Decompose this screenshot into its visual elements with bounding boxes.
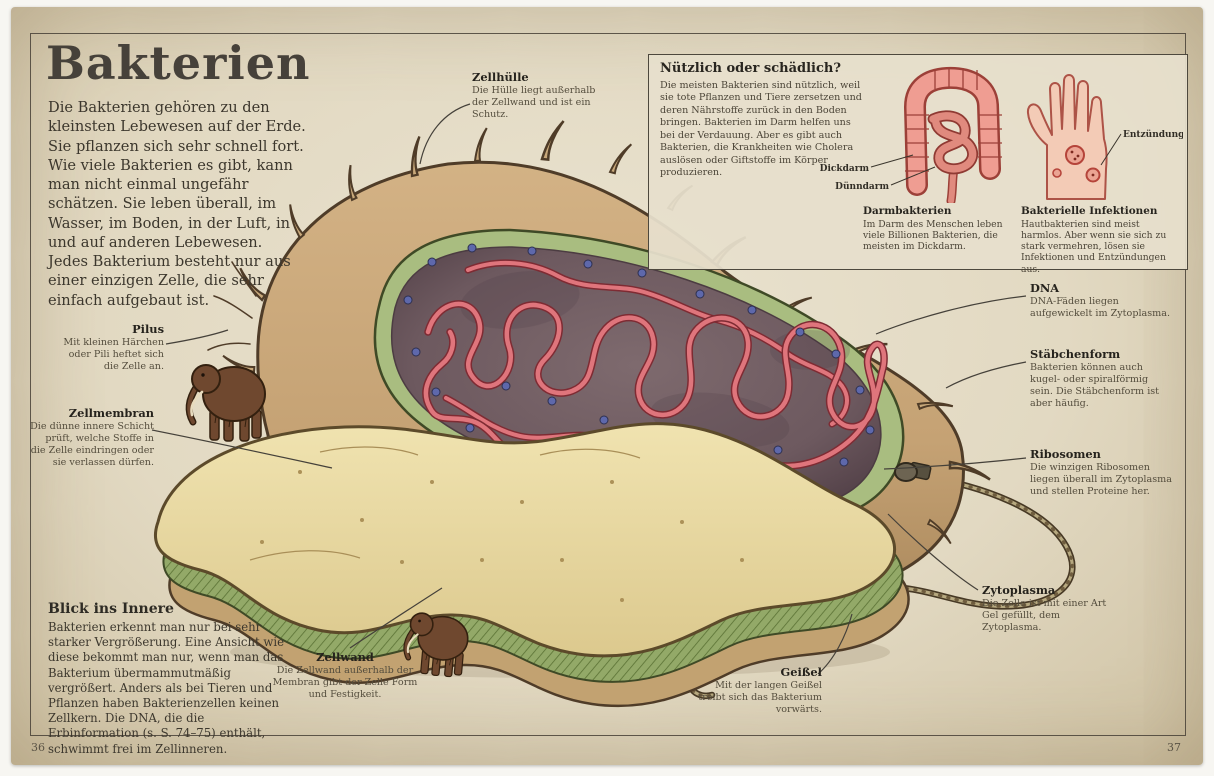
blick-ins-innere-section: Blick ins Innere Bakterien erkennt man n…	[48, 601, 290, 757]
info-box: Nützlich oder schädlich? Die meisten Bak…	[648, 54, 1188, 275]
page-number-left: 36	[31, 741, 45, 754]
callout-title: Pilus	[132, 322, 164, 336]
callout-body: Die Hülle liegt außerhalb der Zellwand u…	[472, 85, 596, 121]
callout-zellmembran: Zellmembran Die dünne innere Schicht prü…	[28, 406, 154, 469]
flap-contours	[249, 446, 641, 561]
page-number-right: 37	[1167, 741, 1181, 754]
info-box-title: Nützlich oder schädlich?	[660, 61, 841, 76]
callout-dna: DNA DNA-Fäden liegen aufgewickelt im Zyt…	[1030, 281, 1182, 320]
callout-title: Zytoplasma	[982, 583, 1056, 597]
callout-geissel: Geißel Mit der langen Geißel treibt sich…	[690, 665, 822, 716]
intestine-illustration: Dickdarm Dünndarm	[820, 66, 1002, 203]
callout-title: Stäbchenform	[1030, 347, 1121, 361]
hand-illustration: Entzündung	[1026, 74, 1183, 200]
duenndarm-label: Dünndarm	[835, 181, 889, 192]
colon-haustra	[905, 68, 1002, 172]
caption-darmbakterien: Darmbakterien Im Darm des Menschen leben…	[863, 205, 1013, 252]
flagellum-socket	[894, 461, 932, 482]
caption-bakterielle-infektionen: Bakterielle Infektionen Hautbakterien si…	[1021, 205, 1179, 275]
callout-zytoplasma: Zytoplasma Die Zelle ist mit einer Art G…	[982, 583, 1110, 634]
callout-body: Die Zelle ist mit einer Art Gel gefüllt,…	[982, 598, 1107, 634]
pilus-hairs	[207, 261, 257, 351]
callout-body: Mit der langen Geißel treibt sich das Ba…	[698, 680, 822, 716]
callout-body: Die winzigen Ribosomen liegen überall im…	[1030, 462, 1172, 498]
callout-staebchenform: Stäbchenform Bakterien können auch kugel…	[1030, 347, 1172, 410]
page-title: Bakterien	[46, 36, 311, 90]
callout-ribosomen: Ribosomen Die winzigen Ribosomen liegen …	[1030, 447, 1180, 498]
cell-interior	[373, 228, 905, 525]
caption-title: Bakterielle Infektionen	[1021, 205, 1158, 217]
section-heading: Blick ins Innere	[48, 601, 174, 617]
infection-spots	[1052, 145, 1101, 183]
callout-zellhuelle: Zellhülle Die Hülle liegt außerhalb der …	[472, 70, 600, 121]
dickdarm-label: Dickdarm	[820, 164, 870, 174]
callout-title: Ribosomen	[1030, 447, 1101, 461]
flap-speckles	[260, 470, 744, 602]
mammoth-icon	[189, 365, 265, 441]
callout-body: Mit kleinen Härchen oder Pili heftet sic…	[63, 337, 164, 373]
entzuendung-label: Entzündung	[1123, 129, 1183, 140]
intro-paragraph: Die Bakterien gehören zu den kleinsten L…	[48, 99, 306, 309]
callout-title: Zellhülle	[472, 70, 529, 84]
callout-title: DNA	[1030, 281, 1060, 295]
callout-title: Zellmembran	[68, 406, 154, 420]
caption-body: Hautbakterien sind meist harmlos. Aber w…	[1021, 218, 1167, 275]
callout-pilus: Pilus Mit kleinen Härchen oder Pili heft…	[56, 322, 164, 373]
caption-body: Im Darm des Menschen leben viele Billion…	[863, 218, 1003, 253]
hand-outline	[1026, 74, 1108, 200]
callout-body: Die Zellwand außerhalb der Membran gibt …	[272, 665, 418, 701]
caption-title: Darmbakterien	[863, 205, 952, 217]
callout-body: Bakterien können auch kugel- oder spiral…	[1030, 362, 1160, 410]
section-body: Bakterien erkennt man nur bei sehr stark…	[48, 620, 285, 756]
callout-title: Zellwand	[316, 650, 374, 664]
callout-zellwand: Zellwand Die Zellwand außerhalb der Memb…	[262, 650, 428, 701]
callout-title: Geißel	[780, 665, 822, 679]
callout-leader-lines	[151, 103, 1027, 675]
callout-body: DNA-Fäden liegen aufgewickelt im Zytopla…	[1030, 296, 1171, 320]
cell-wall-flap	[153, 422, 910, 708]
info-box-body: Die meisten Bakterien sind nützlich, wei…	[660, 80, 862, 179]
callout-body: Die dünne innere Schicht prüft, welche S…	[30, 421, 154, 469]
